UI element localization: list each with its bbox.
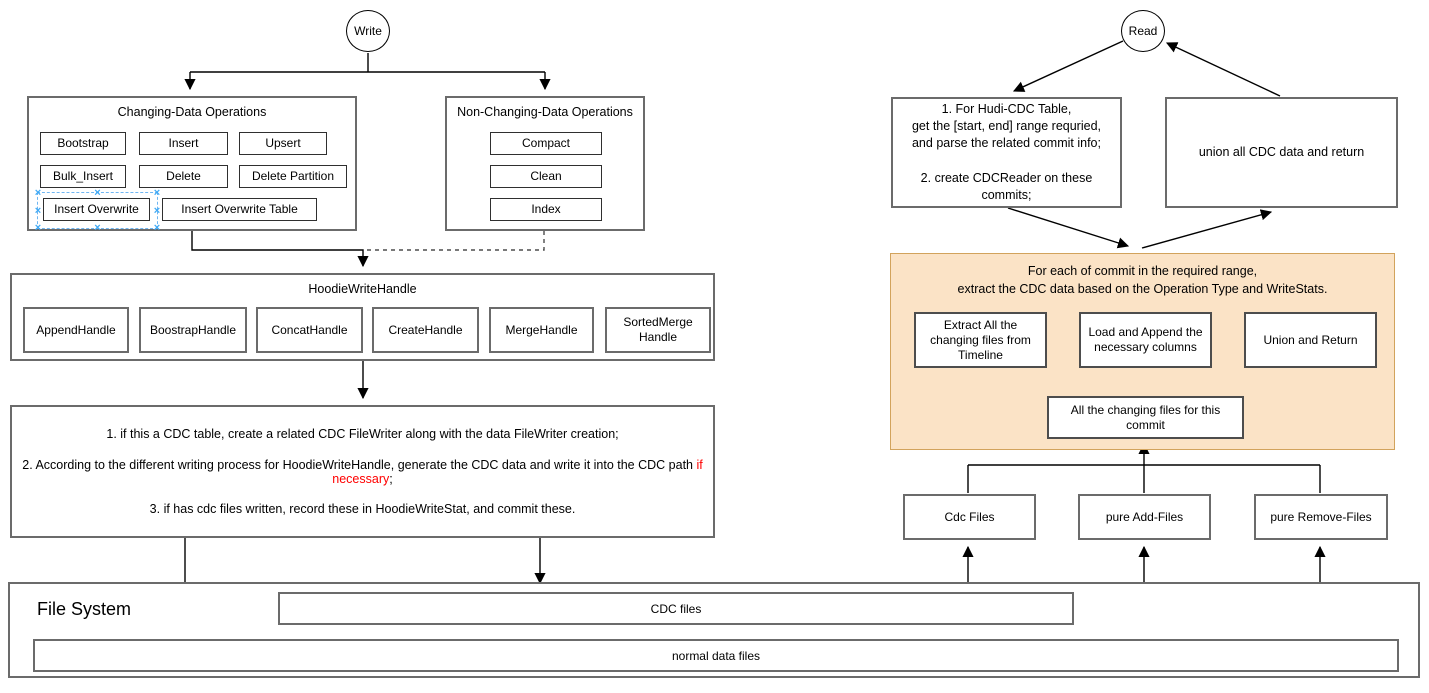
union-and-return-box[interactable]: Union and Return <box>1244 312 1377 368</box>
write-handle-container[interactable]: HoodieWriteHandle AppendHandle BoostrapH… <box>10 273 715 361</box>
op-bulk-insert[interactable]: Bulk_Insert <box>40 165 126 188</box>
per-commit-group[interactable]: For each of commit in the required range… <box>890 253 1395 450</box>
handle-create[interactable]: CreateHandle <box>372 307 479 353</box>
cdc-step-2-highlight: if necessary <box>332 457 703 486</box>
non-changing-ops-container[interactable]: Non-Changing-Data Operations Compact Cle… <box>445 96 645 231</box>
changing-ops-container[interactable]: Changing-Data Operations Bootstrap Inser… <box>27 96 357 234</box>
op-clean[interactable]: Clean <box>490 165 602 188</box>
cdc-step-3: 3. if has cdc files written, record thes… <box>149 501 576 516</box>
op-insert[interactable]: Insert <box>139 132 228 155</box>
edge-plan-to-percommit <box>1007 207 1130 249</box>
read-entry-label: Read <box>1128 24 1158 38</box>
per-commit-title: For each of commit in the required range… <box>957 264 1328 297</box>
edge-read-to-plan <box>1012 40 1124 92</box>
read-entry-node[interactable]: Read <box>1121 10 1165 52</box>
edge-union-to-read <box>1165 42 1281 97</box>
cdc-files-bar-label: CDC files <box>650 601 702 616</box>
cdc-step-1: 1. if this a CDC table, create a related… <box>106 427 619 442</box>
read-union-box[interactable]: union all CDC data and return <box>1165 97 1398 208</box>
edge-nonchanging-to-handle <box>366 231 545 251</box>
handle-boostrap[interactable]: BoostrapHandle <box>139 307 247 353</box>
cdc-write-steps-box[interactable]: 1. if this a CDC table, create a related… <box>10 405 715 538</box>
handle-concat[interactable]: ConcatHandle <box>256 307 363 353</box>
handle-merge[interactable]: MergeHandle <box>489 307 594 353</box>
edge-changing-to-handle <box>191 231 369 268</box>
edge-percommit-to-union <box>1141 209 1273 249</box>
load-append-columns-box[interactable]: Load and Append the necessary columns <box>1079 312 1212 368</box>
extract-changing-files-box[interactable]: Extract All the changing files from Time… <box>914 312 1047 368</box>
file-system-title: File System <box>37 599 132 619</box>
normal-data-files-bar-label: normal data files <box>671 648 761 663</box>
all-changing-files-box[interactable]: All the changing files for this commit <box>1047 396 1244 439</box>
cdc-files-node[interactable]: Cdc Files <box>903 494 1036 540</box>
op-bootstrap[interactable]: Bootstrap <box>40 132 126 155</box>
file-system-container[interactable]: File System CDC files normal data files <box>8 582 1420 678</box>
read-plan-box[interactable]: 1. For Hudi-CDC Table, get the [start, e… <box>891 97 1122 208</box>
op-insert-overwrite-table[interactable]: Insert Overwrite Table <box>162 198 317 221</box>
op-insert-overwrite-selected[interactable]: Insert Overwrite <box>43 198 150 221</box>
changing-ops-title: Changing-Data Operations <box>117 105 267 119</box>
op-compact[interactable]: Compact <box>490 132 602 155</box>
cdc-step-2: 2. According to the different writing pr… <box>22 457 703 486</box>
write-handle-title: HoodieWriteHandle <box>308 282 417 296</box>
op-delete-partition[interactable]: Delete Partition <box>239 165 347 188</box>
op-delete[interactable]: Delete <box>139 165 228 188</box>
handle-sorted-merge[interactable]: SortedMerge Handle <box>605 307 711 353</box>
op-upsert[interactable]: Upsert <box>239 132 327 155</box>
normal-data-files-bar[interactable]: normal data files <box>33 639 1399 672</box>
pure-remove-files-node[interactable]: pure Remove-Files <box>1254 494 1388 540</box>
selection-outline[interactable]: × × × × × × × × <box>34 187 161 234</box>
pure-add-files-node[interactable]: pure Add-Files <box>1078 494 1211 540</box>
write-entry-node[interactable]: Write <box>346 10 390 52</box>
non-changing-ops-title: Non-Changing-Data Operations <box>457 105 633 119</box>
cdc-files-bar[interactable]: CDC files <box>278 592 1074 625</box>
write-entry-label: Write <box>354 24 382 38</box>
handle-append[interactable]: AppendHandle <box>23 307 129 353</box>
op-index[interactable]: Index <box>490 198 602 221</box>
